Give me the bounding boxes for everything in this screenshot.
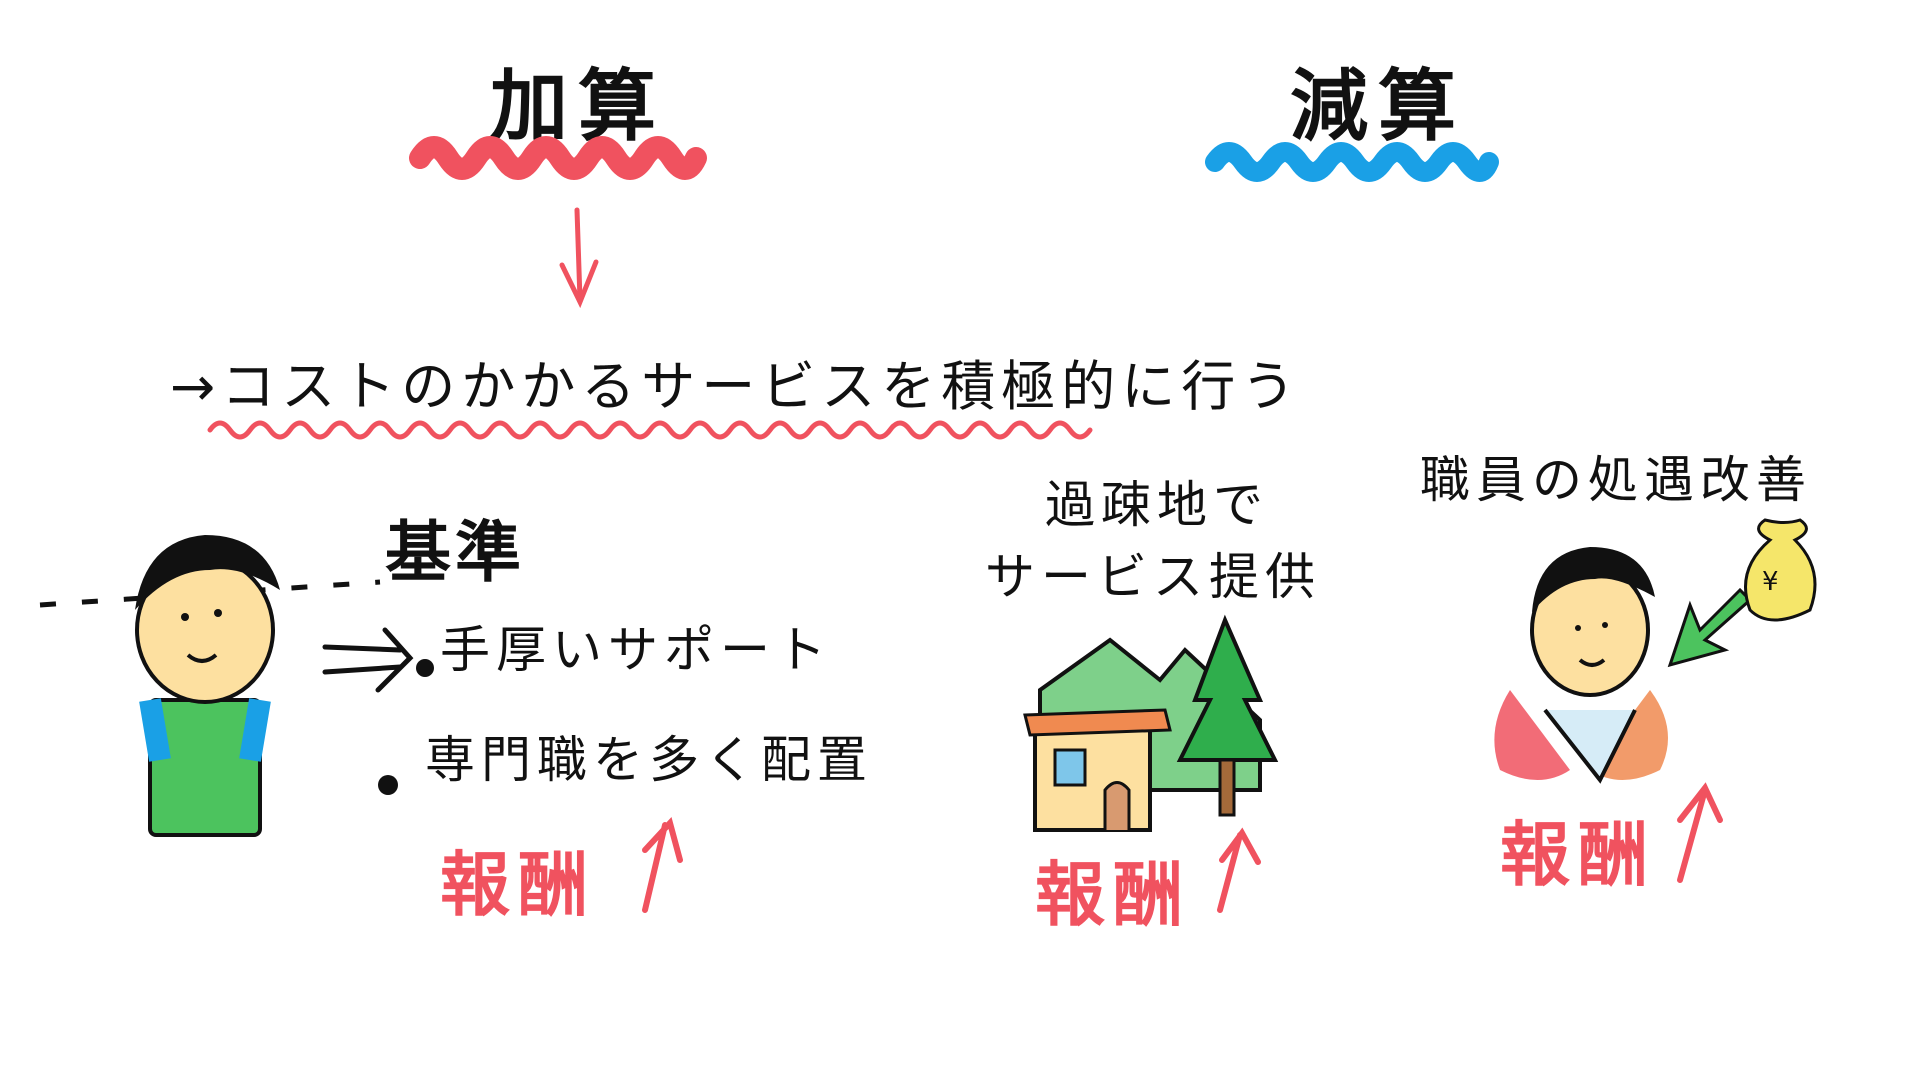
description-underline <box>207 420 1093 440</box>
remote-line-2: サービス提供 <box>985 548 1321 606</box>
addition-description: →コストのかかるサービスを積極的に行う <box>170 355 1302 418</box>
reward-label-remote: 報酬 <box>1035 854 1191 936</box>
specialist-item: 専門職を多く配置 <box>425 731 873 789</box>
up-arrow-standard-icon <box>642 816 683 913</box>
addition-squiggle <box>409 136 707 180</box>
down-arrow-icon <box>559 207 599 309</box>
remote-line-1: 過疎地で <box>1045 476 1269 534</box>
addition-heading: 加算 <box>490 62 667 152</box>
house-mountains-icon <box>1023 614 1279 832</box>
money-bag-icon <box>1744 518 1817 622</box>
money-symbol: ¥ <box>1762 567 1779 597</box>
support-item: 手厚いサポート <box>440 621 832 679</box>
reward-label-standard: 報酬 <box>440 844 596 926</box>
subtraction-heading: 減算 <box>1290 62 1467 152</box>
person-standard-icon <box>135 535 280 837</box>
reward-label-staff: 報酬 <box>1500 814 1656 896</box>
double-arrow-icon <box>322 627 414 693</box>
person-staff-icon <box>1494 547 1668 784</box>
green-arrow-icon <box>1667 587 1753 668</box>
bullet-2 <box>378 775 398 795</box>
subtraction-squiggle <box>1205 142 1499 182</box>
standard-label: 基準 <box>385 514 525 591</box>
staff-label: 職員の処遇改善 <box>1420 451 1812 509</box>
bullet-1 <box>416 659 434 677</box>
up-arrow-staff-icon <box>1677 782 1723 883</box>
up-arrow-remote-icon <box>1217 827 1261 913</box>
